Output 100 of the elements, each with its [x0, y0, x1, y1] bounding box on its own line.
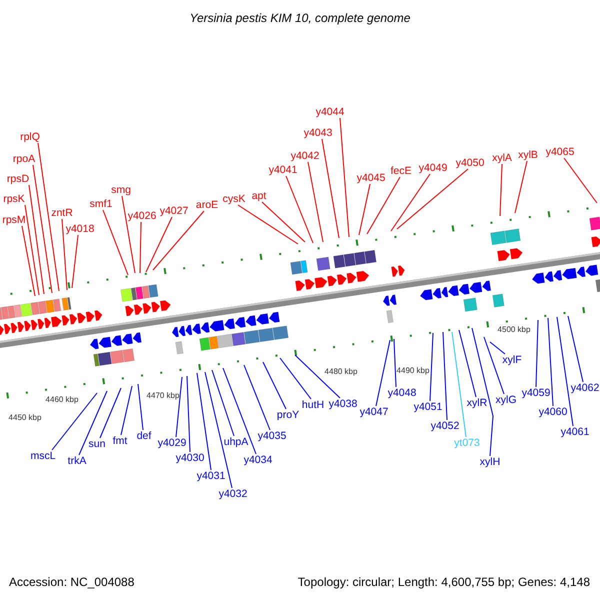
leader-line	[78, 390, 108, 456]
leader-line	[28, 184, 44, 294]
gene-label: xylB	[518, 149, 538, 161]
gene-label: xylR	[466, 397, 488, 409]
gene-label: y4051	[414, 401, 442, 413]
scale-label: 4490 kbp	[396, 365, 430, 377]
gene-label: mscL	[30, 450, 56, 462]
leader-line	[72, 234, 78, 288]
leader-line	[394, 338, 396, 388]
gene-label: def	[136, 430, 152, 442]
leader-line	[376, 340, 390, 406]
leader-line	[556, 316, 574, 426]
leader-line	[308, 162, 324, 242]
leader-line	[52, 392, 98, 450]
scale-label: 4450 kbp	[8, 412, 42, 424]
leader-line	[186, 376, 190, 452]
gene-label: apt	[252, 190, 266, 202]
gene-label: hutH	[302, 399, 324, 411]
gene-label: y4065	[546, 146, 574, 158]
leader-line	[138, 384, 144, 430]
leader-line	[120, 386, 132, 436]
gene-label: smg	[111, 184, 131, 196]
leader-line	[204, 372, 232, 488]
leader-line	[152, 210, 204, 270]
leader-line	[366, 176, 400, 234]
leader-line	[390, 174, 430, 232]
gene-label: rpsM	[2, 214, 26, 226]
leader-line	[100, 388, 122, 438]
leader-line	[38, 142, 60, 292]
leader-line	[568, 316, 584, 382]
gene-label: rplQ	[20, 131, 40, 143]
leader-line	[490, 342, 506, 354]
leader-line	[514, 160, 528, 214]
scale-label: 4500 kbp	[498, 324, 530, 336]
gene-label: y4060	[538, 406, 568, 418]
leader-line	[32, 164, 52, 294]
leader-line	[452, 332, 466, 438]
gene-label: y4031	[196, 470, 226, 482]
scale-label: 4460 kbp	[46, 394, 78, 406]
genome-info-text: Topology: circular; Length: 4,600,755 bp; Genes: 4,148	[298, 576, 590, 588]
leader-line	[196, 372, 212, 470]
gene-label: y4052	[430, 420, 460, 432]
gene-label: xylG	[496, 394, 516, 406]
scale-label: 4480 kbp	[324, 366, 358, 378]
gene-label: yt073	[454, 437, 480, 449]
gene-label: y4047	[360, 406, 388, 418]
leader-line	[122, 196, 136, 274]
gene-label: fmt	[112, 435, 128, 447]
leader-line	[472, 328, 494, 456]
gene-label: rpoA	[12, 153, 36, 165]
gene-label: y4062	[570, 382, 600, 394]
leader-line	[484, 336, 504, 394]
gene-label: y4061	[560, 426, 590, 438]
gene-label: y4038	[328, 398, 358, 410]
gene-label: y4045	[356, 172, 386, 184]
gene-label: y4030	[176, 452, 204, 464]
leader-line	[62, 218, 68, 290]
diagram-title: Yersinia pestis KIM 10, complete genome	[190, 12, 410, 24]
leader-line	[238, 204, 298, 244]
leader-line	[262, 362, 286, 410]
gene-label: smf1	[90, 198, 112, 210]
gene-label: y4044	[316, 106, 344, 118]
gene-label: xylF	[502, 354, 522, 366]
leader-line	[146, 216, 172, 272]
gene-label: y4018	[66, 223, 94, 235]
leader-line	[430, 332, 434, 402]
leader-line	[22, 226, 36, 296]
accession-text: Accession: NC_004088	[9, 576, 134, 588]
gene-label: y4041	[268, 164, 298, 176]
leader-line	[280, 358, 312, 400]
leader-line	[564, 158, 598, 204]
leader-line	[500, 164, 502, 216]
leader-line	[294, 354, 340, 398]
leader-line	[286, 176, 314, 244]
gene-label: y4059	[522, 387, 550, 399]
gene-label: y4050	[456, 157, 484, 169]
leader-line	[358, 184, 370, 236]
leader-line	[322, 138, 340, 238]
gene-label: y4026	[128, 210, 156, 222]
gene-label: xylH	[480, 456, 500, 468]
gene-label: rpsD	[6, 173, 30, 185]
leader-line	[176, 376, 182, 438]
scale-label: 4470 kbp	[146, 390, 180, 402]
leader-line	[244, 364, 270, 430]
gene-label: xylA	[492, 152, 512, 164]
gene-label: trkA	[68, 455, 86, 467]
leader-line	[536, 320, 538, 388]
leader-line	[442, 332, 448, 420]
gene-label: uhpA	[224, 436, 248, 448]
leader-line	[396, 168, 468, 230]
gene-label: y4035	[258, 430, 286, 442]
gene-label: y4027	[160, 205, 188, 217]
leader-line	[548, 318, 554, 406]
leader-line	[212, 370, 234, 436]
leader-line	[102, 210, 128, 276]
gene-label: zntR	[51, 207, 73, 219]
gene-label: y4042	[290, 150, 320, 162]
gene-label: y4049	[418, 162, 448, 174]
gene-label: y4034	[244, 454, 272, 466]
leader-line	[340, 118, 350, 238]
